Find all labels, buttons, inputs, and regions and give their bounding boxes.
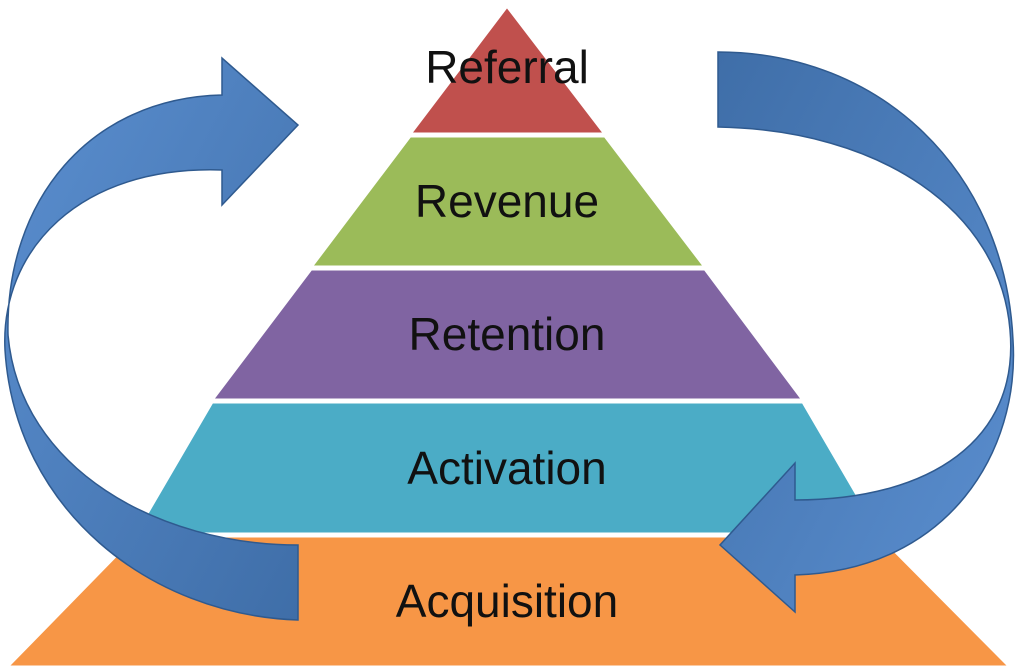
label-referral: Referral [425, 41, 589, 93]
layer-revenue [307, 134, 709, 269]
label-retention: Retention [409, 308, 606, 360]
label-acquisition: Acquisition [396, 575, 618, 627]
label-activation: Activation [407, 442, 606, 494]
left-cycle-arrow [4, 56, 300, 621]
layer-retention [208, 267, 806, 402]
right-cycle-arrow [717, 51, 1015, 614]
label-revenue: Revenue [415, 175, 599, 227]
layer-referral [406, 3, 609, 136]
